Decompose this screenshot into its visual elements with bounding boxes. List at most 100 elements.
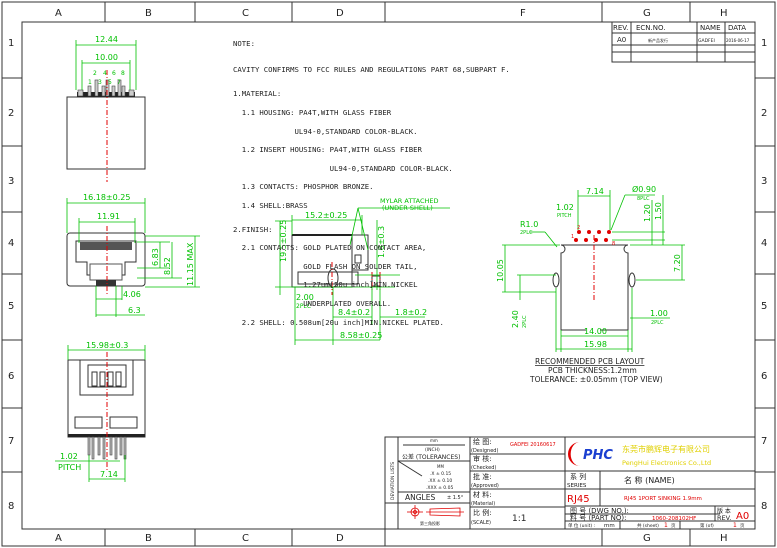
part-no-label: 料 号 (PART NO): bbox=[570, 513, 626, 522]
pin-number: 2 bbox=[577, 225, 580, 231]
grid-row-label: 6 bbox=[8, 371, 14, 382]
grid-col-label: H bbox=[720, 8, 728, 19]
grid-col-label: B bbox=[145, 8, 152, 19]
dim-label: 2.00 bbox=[296, 293, 314, 302]
name-header: NAME bbox=[700, 24, 721, 32]
sheet-suffix: 页 bbox=[671, 523, 676, 529]
of-label: 第 (of) bbox=[700, 522, 714, 529]
dim-label: 16.18±0.25 bbox=[83, 193, 130, 202]
grid-col-label: D bbox=[336, 8, 344, 19]
note-line: 1.4 SHELL:BRASS bbox=[233, 201, 308, 211]
grid-row-label: 6 bbox=[761, 371, 767, 382]
grid-row-label: 8 bbox=[8, 501, 14, 512]
product-name: RJ45 1PORT SINKING 1.9mm bbox=[624, 496, 702, 502]
note-line: 1.MATERIAL: bbox=[233, 89, 282, 99]
sheet-value: 1 bbox=[664, 522, 668, 529]
top-view: 12.44 10.00 2 4 6 8 1 3 5 7 bbox=[66, 35, 146, 182]
dim-label: 2PLC bbox=[296, 303, 311, 310]
rev-value: A0 bbox=[736, 511, 749, 522]
approved-label: (Approved) bbox=[471, 483, 499, 489]
tol-row: .X ± 0.15 bbox=[430, 471, 451, 477]
series-label-cn: 系 列 bbox=[570, 472, 586, 481]
pin-number: 2 bbox=[93, 70, 97, 77]
name-cell: GADFEI bbox=[698, 38, 715, 44]
dim-label: R1.0 bbox=[520, 220, 538, 229]
dim-label: 6.83 bbox=[151, 248, 160, 266]
grid-col-label: F bbox=[520, 8, 526, 19]
pin-number: 7 bbox=[117, 79, 121, 86]
mylar-note: MYLAR ATTACHED bbox=[380, 197, 439, 205]
of-value: 1 bbox=[733, 522, 737, 529]
note-line: 2.2 SHELL: 0.508um[20u inch]MIN.NICKEL P… bbox=[233, 317, 444, 327]
sheet-label: 共 (sheet) bbox=[637, 522, 659, 529]
note-line: CAVITY CONFIRMS TO FCC RULES AND REGULAT… bbox=[233, 64, 510, 74]
grid-col-label: C bbox=[242, 8, 249, 19]
material-label: (Material) bbox=[471, 501, 495, 507]
designed-label: (Designed) bbox=[471, 448, 498, 454]
note-line: 2.FINISH: bbox=[233, 224, 273, 234]
note-line: 2.1 CONTACTS: GOLD PLATED ON CONTACT ARE… bbox=[233, 243, 427, 253]
notes-title: NOTE: bbox=[233, 39, 255, 49]
grid-row-label: 7 bbox=[761, 436, 767, 447]
dim-label: 11.91 bbox=[97, 212, 120, 221]
dim-label: 19.5±0.25 bbox=[279, 220, 288, 262]
name-label: 名 称 (NAME) bbox=[624, 475, 675, 485]
dim-label: 7.14 bbox=[100, 470, 118, 479]
scale-value: 1:1 bbox=[512, 514, 526, 524]
grid-labels-top: A B C D F G H bbox=[55, 8, 728, 19]
grid-labels-bottom: A B C D G H bbox=[55, 533, 728, 544]
date-cell: 2016-06-17 bbox=[726, 38, 750, 43]
approved-label-cn: 批 准: bbox=[473, 472, 492, 481]
unit-mm-label: mm bbox=[430, 438, 438, 443]
front-view: 16.18±0.25 11.91 6.83 8.52 11.15 MAX 4.0… bbox=[66, 193, 200, 317]
rev-header: REV. bbox=[613, 24, 628, 32]
company-name-en: PengHui Electronics Co.,Ltd bbox=[622, 459, 711, 467]
third-angle-projection-icon bbox=[407, 505, 464, 519]
pin-number: 5 bbox=[108, 79, 112, 86]
angles-value: ± 1.5° bbox=[447, 495, 464, 501]
pin-number: 8 bbox=[612, 241, 615, 247]
dim-label: 2PLC bbox=[651, 320, 664, 326]
deviation-list-label: DEVIATION LISTS bbox=[390, 462, 396, 500]
note-line: 1.3 CONTACTS: PHOSPHOR BRONZE. bbox=[233, 182, 374, 192]
rev-label-cn: 版 本 bbox=[717, 507, 731, 515]
grid-col-label: G bbox=[643, 8, 651, 19]
note-line: GOLD FLASH ON SOLDER TAIL, bbox=[233, 261, 418, 271]
grid-col-label: C bbox=[242, 533, 249, 544]
unit-value: mm bbox=[604, 523, 615, 529]
pin-number: 4 bbox=[103, 70, 107, 77]
dim-label: 1.50 bbox=[654, 202, 663, 220]
dim-label: 2PLC bbox=[520, 230, 533, 236]
projection-label: 第三角投影 bbox=[420, 520, 440, 526]
notes-block: NOTE: CAVITY CONFIRMS TO FCC RULES AND R… bbox=[233, 30, 510, 336]
mylar-note: (UNDER SHELL) bbox=[382, 204, 433, 212]
note-line: 1.27um[50u inch]MIN.NICKEL bbox=[233, 280, 418, 290]
grid-col-label: D bbox=[336, 533, 344, 544]
tolerances-label: 公差 (TOLERANCES) bbox=[402, 453, 460, 461]
dim-label: 8PLC bbox=[637, 196, 650, 202]
checked-label-cn: 审 核: bbox=[473, 454, 492, 463]
dim-label: 1.8±0.2 bbox=[395, 308, 427, 317]
pcb-caption-thickness: PCB THICKNESS:1.2mm bbox=[548, 366, 637, 375]
data-header: DATA bbox=[728, 24, 746, 32]
grid-row-label: 2 bbox=[8, 108, 14, 119]
ecn-cell: 新产品发行 bbox=[648, 37, 668, 43]
dim-label: 6.3 bbox=[128, 306, 141, 315]
dim-label: 1.00 bbox=[650, 309, 668, 318]
designed-label-cn: 绘 图: bbox=[473, 437, 492, 446]
note-line: UL94-0,STANDARD COLOR-BLACK. bbox=[233, 163, 453, 173]
pcb-caption-tolerance: TOLERANCE: ±0.05mm (TOP VIEW) bbox=[529, 375, 663, 384]
dim-label: 15.98 bbox=[584, 340, 607, 349]
dim-label: Ø0.90 bbox=[632, 184, 656, 194]
dim-label: 2.40 bbox=[511, 310, 520, 328]
pin-number: 8 bbox=[121, 70, 125, 77]
of-suffix: 页 bbox=[740, 523, 745, 529]
scale-label-cn: 比 例: bbox=[473, 508, 492, 517]
unit-label: 单 位 (unit) : bbox=[568, 522, 595, 529]
dim-label: 8.52 bbox=[163, 257, 172, 275]
grid-col-label: A bbox=[55, 8, 62, 19]
grid-row-label: 4 bbox=[761, 238, 767, 249]
company-name-cn: 东莞市鹏辉电子有限公司 bbox=[622, 444, 710, 454]
grid-row-label: 2 bbox=[761, 108, 767, 119]
